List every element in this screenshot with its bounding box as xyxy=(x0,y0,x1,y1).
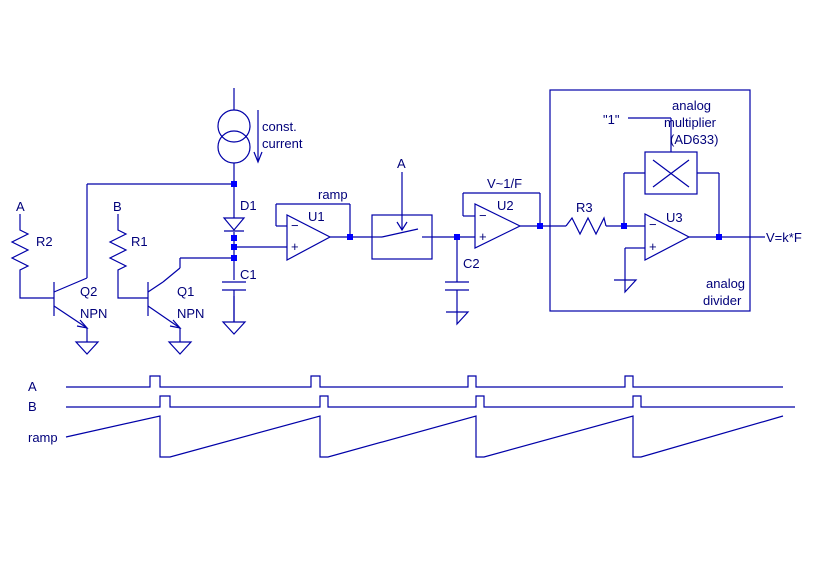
multiplier-label-1: analog xyxy=(672,98,711,113)
u3-label: U3 xyxy=(666,210,683,225)
timing-a-label: A xyxy=(28,379,37,394)
junction-dots xyxy=(231,181,722,261)
timing-diagram xyxy=(65,375,795,458)
q2-label: Q2 xyxy=(80,284,97,299)
u1-minus: − xyxy=(291,218,299,233)
ground-symbols xyxy=(74,279,638,355)
opamp-u2 xyxy=(474,203,522,249)
multiplier-label-2: multiplier xyxy=(664,115,717,130)
q2-npn-label: NPN xyxy=(80,306,107,321)
c2-label: C2 xyxy=(463,256,480,271)
capacitor-c1 xyxy=(222,281,246,322)
multiplier-ad633 xyxy=(644,151,698,195)
const-current-source xyxy=(217,88,263,184)
capacitor-c2 xyxy=(445,281,469,291)
constant-one-label: "1" xyxy=(603,112,620,127)
transistor-q1 xyxy=(147,281,182,329)
r2-label: R2 xyxy=(36,234,53,249)
r3-label: R3 xyxy=(576,200,593,215)
v-inverse-f-label: V~1/F xyxy=(487,176,522,191)
divider-label-2: divider xyxy=(703,293,742,308)
resistor-r3 xyxy=(565,216,607,236)
c1-label: C1 xyxy=(240,267,257,282)
analog-divider-box xyxy=(549,89,751,312)
multiplier-label-3: (AD633) xyxy=(670,132,718,147)
u1-plus: + xyxy=(291,239,299,254)
u3-plus: + xyxy=(649,239,657,254)
u2-label: U2 xyxy=(497,198,514,213)
const-current-label-1: const. xyxy=(262,119,297,134)
resistor-r2 xyxy=(10,214,50,299)
switch-control-label: A xyxy=(397,156,406,171)
u2-plus: + xyxy=(479,229,487,244)
ramp-label: ramp xyxy=(318,187,348,202)
q1-npn-label: NPN xyxy=(177,306,204,321)
timing-b-waveform xyxy=(66,395,795,408)
diode-d1 xyxy=(222,202,246,232)
timing-ramp-waveform xyxy=(65,415,784,458)
r1-label: R1 xyxy=(131,234,148,249)
q1-label: Q1 xyxy=(177,284,194,299)
node-a-label: A xyxy=(16,199,25,214)
resistor-r1 xyxy=(108,214,148,299)
d1-label: D1 xyxy=(240,198,257,213)
opamp-u3 xyxy=(644,213,691,261)
timing-ramp-label: ramp xyxy=(28,430,58,445)
divider-label-1: analog xyxy=(706,276,745,291)
timing-b-label: B xyxy=(28,399,37,414)
u1-label: U1 xyxy=(308,209,325,224)
opamp-u1 xyxy=(286,214,332,262)
transistor-q2 xyxy=(50,277,89,329)
sample-switch xyxy=(371,214,433,260)
const-current-label-2: current xyxy=(262,136,303,151)
output-label: V=k*F xyxy=(766,230,802,245)
u3-minus: − xyxy=(649,217,657,232)
timing-a-waveform xyxy=(66,375,783,388)
node-b-label: B xyxy=(113,199,122,214)
u2-minus: − xyxy=(479,208,487,223)
